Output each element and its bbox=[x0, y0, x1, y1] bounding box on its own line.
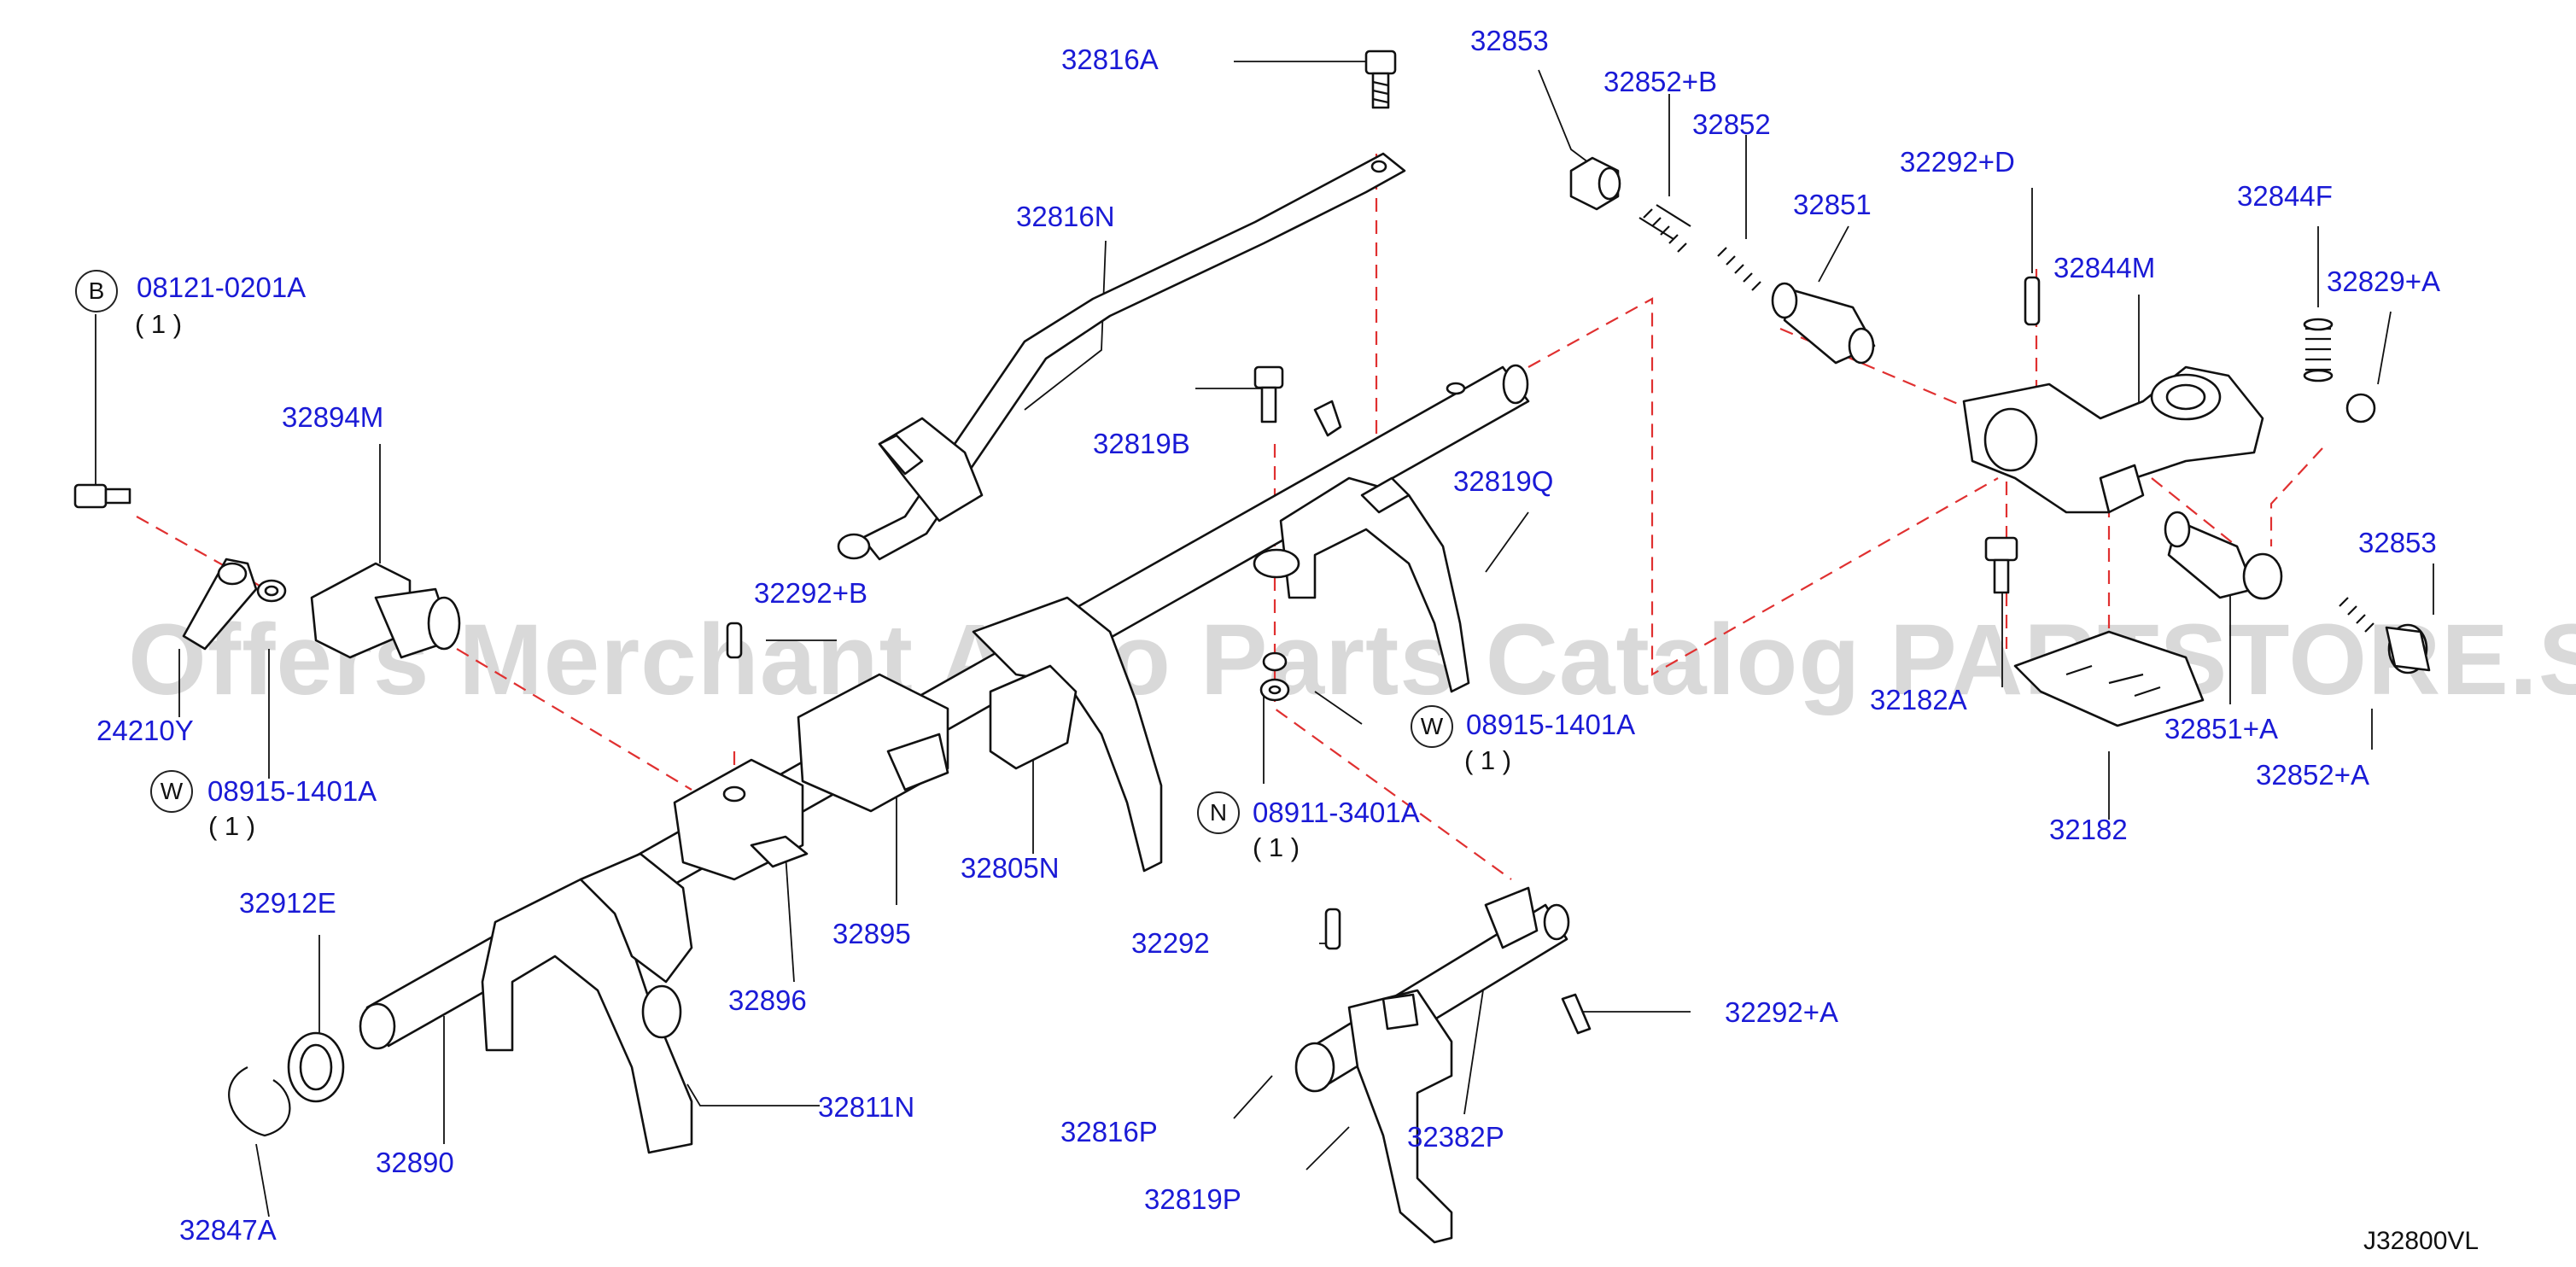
qty-08911: ( 1 ) bbox=[1253, 832, 1300, 862]
bolt-32819B bbox=[1253, 365, 1284, 423]
label-32852B[interactable]: 32852+B bbox=[1603, 66, 1718, 97]
plug-32853-right bbox=[2339, 597, 2431, 674]
spring-32844F bbox=[2303, 318, 2334, 382]
label-32819P[interactable]: 32819P bbox=[1144, 1183, 1241, 1215]
label-32811N[interactable]: 32811N bbox=[818, 1091, 915, 1123]
bolt-08121 bbox=[73, 483, 131, 509]
lever-32844M bbox=[1962, 365, 2264, 514]
label-32894M[interactable]: 32894M bbox=[282, 401, 384, 433]
label-32182[interactable]: 32182 bbox=[2049, 814, 2128, 845]
label-32816P[interactable]: 32816P bbox=[1060, 1116, 1158, 1147]
label-32805N[interactable]: 32805N bbox=[961, 852, 1060, 884]
label-32912E[interactable]: 32912E bbox=[239, 887, 336, 919]
shift-rod-32816N bbox=[837, 152, 1406, 561]
pin-32292A bbox=[1561, 993, 1592, 1035]
fork-32811N bbox=[481, 852, 693, 1154]
collar-32896 bbox=[673, 758, 809, 881]
marker-B: B bbox=[75, 270, 118, 312]
marker-N: N bbox=[1197, 791, 1240, 834]
washers-08915-08911 bbox=[1259, 651, 1290, 702]
label-32852[interactable]: 32852 bbox=[1692, 108, 1771, 140]
label-08911-3401A[interactable]: 08911-3401A bbox=[1253, 797, 1420, 828]
pin-32292D bbox=[2024, 276, 2041, 326]
label-24210Y[interactable]: 24210Y bbox=[96, 715, 194, 746]
label-32890[interactable]: 32890 bbox=[376, 1147, 454, 1178]
label-32853-right[interactable]: 32853 bbox=[2358, 527, 2437, 558]
diagram-code: J32800VL bbox=[2363, 1227, 2480, 1255]
label-32851A[interactable]: 32851+A bbox=[2164, 713, 2279, 744]
lever-32894M bbox=[310, 562, 461, 659]
bracket-24210Y bbox=[182, 558, 287, 651]
label-32292A[interactable]: 32292+A bbox=[1725, 996, 1839, 1028]
snap-ring-32847A bbox=[228, 1066, 291, 1137]
fork-32805N bbox=[972, 596, 1163, 873]
qty-08915-right: ( 1 ) bbox=[1464, 745, 1512, 775]
plunger-32851A bbox=[2164, 511, 2283, 600]
collar-32895 bbox=[797, 673, 949, 813]
label-32853-top[interactable]: 32853 bbox=[1470, 25, 1549, 56]
spring-32852 bbox=[1717, 247, 1761, 291]
plug-32853-top bbox=[1569, 156, 1621, 211]
plate-32182 bbox=[2013, 630, 2205, 727]
fork-32819Q bbox=[1253, 400, 1470, 693]
pin-32292B bbox=[726, 622, 743, 659]
label-32896[interactable]: 32896 bbox=[728, 984, 807, 1016]
bolt-32816A bbox=[1364, 50, 1397, 109]
plunger-32851 bbox=[1771, 282, 1876, 365]
marker-W-right: W bbox=[1411, 705, 1453, 748]
label-32895[interactable]: 32895 bbox=[832, 918, 911, 949]
label-32292[interactable]: 32292 bbox=[1131, 927, 1210, 959]
fork-32819P bbox=[1347, 989, 1453, 1244]
label-32829A[interactable]: 32829+A bbox=[2327, 266, 2441, 297]
label-32844M[interactable]: 32844M bbox=[2053, 252, 2156, 283]
seal-32912E bbox=[287, 1031, 345, 1103]
label-32816A[interactable]: 32816A bbox=[1061, 44, 1159, 75]
pin-32292 bbox=[1324, 908, 1341, 950]
label-32816N[interactable]: 32816N bbox=[1016, 201, 1115, 232]
label-32844F[interactable]: 32844F bbox=[2237, 180, 2333, 212]
label-32852A[interactable]: 32852+A bbox=[2256, 759, 2370, 791]
leader-lines bbox=[95, 61, 2434, 1217]
label-32182A[interactable]: 32182A bbox=[1870, 684, 1967, 715]
label-32292B[interactable]: 32292+B bbox=[754, 577, 868, 609]
label-08121-0201A[interactable]: 08121-0201A bbox=[137, 272, 307, 303]
qty-08915-left: ( 1 ) bbox=[208, 811, 256, 841]
bolt-32182A bbox=[1984, 536, 2018, 594]
label-32851[interactable]: 32851 bbox=[1793, 189, 1872, 220]
spring-32852B bbox=[1638, 204, 1691, 253]
qty-08121: ( 1 ) bbox=[135, 309, 183, 339]
label-08915-1401A-left[interactable]: 08915-1401A bbox=[207, 775, 377, 807]
marker-W-left: W bbox=[150, 770, 193, 813]
ball-32829A bbox=[2345, 393, 2376, 423]
label-32819B[interactable]: 32819B bbox=[1093, 428, 1190, 459]
label-32847A[interactable]: 32847A bbox=[179, 1214, 277, 1246]
label-32819Q[interactable]: 32819Q bbox=[1453, 465, 1554, 497]
label-32292D[interactable]: 32292+D bbox=[1900, 146, 2015, 178]
label-08915-1401A-right[interactable]: 08915-1401A bbox=[1466, 709, 1636, 740]
alignment-lines bbox=[136, 154, 2323, 880]
label-32382P[interactable]: 32382P bbox=[1407, 1121, 1504, 1153]
